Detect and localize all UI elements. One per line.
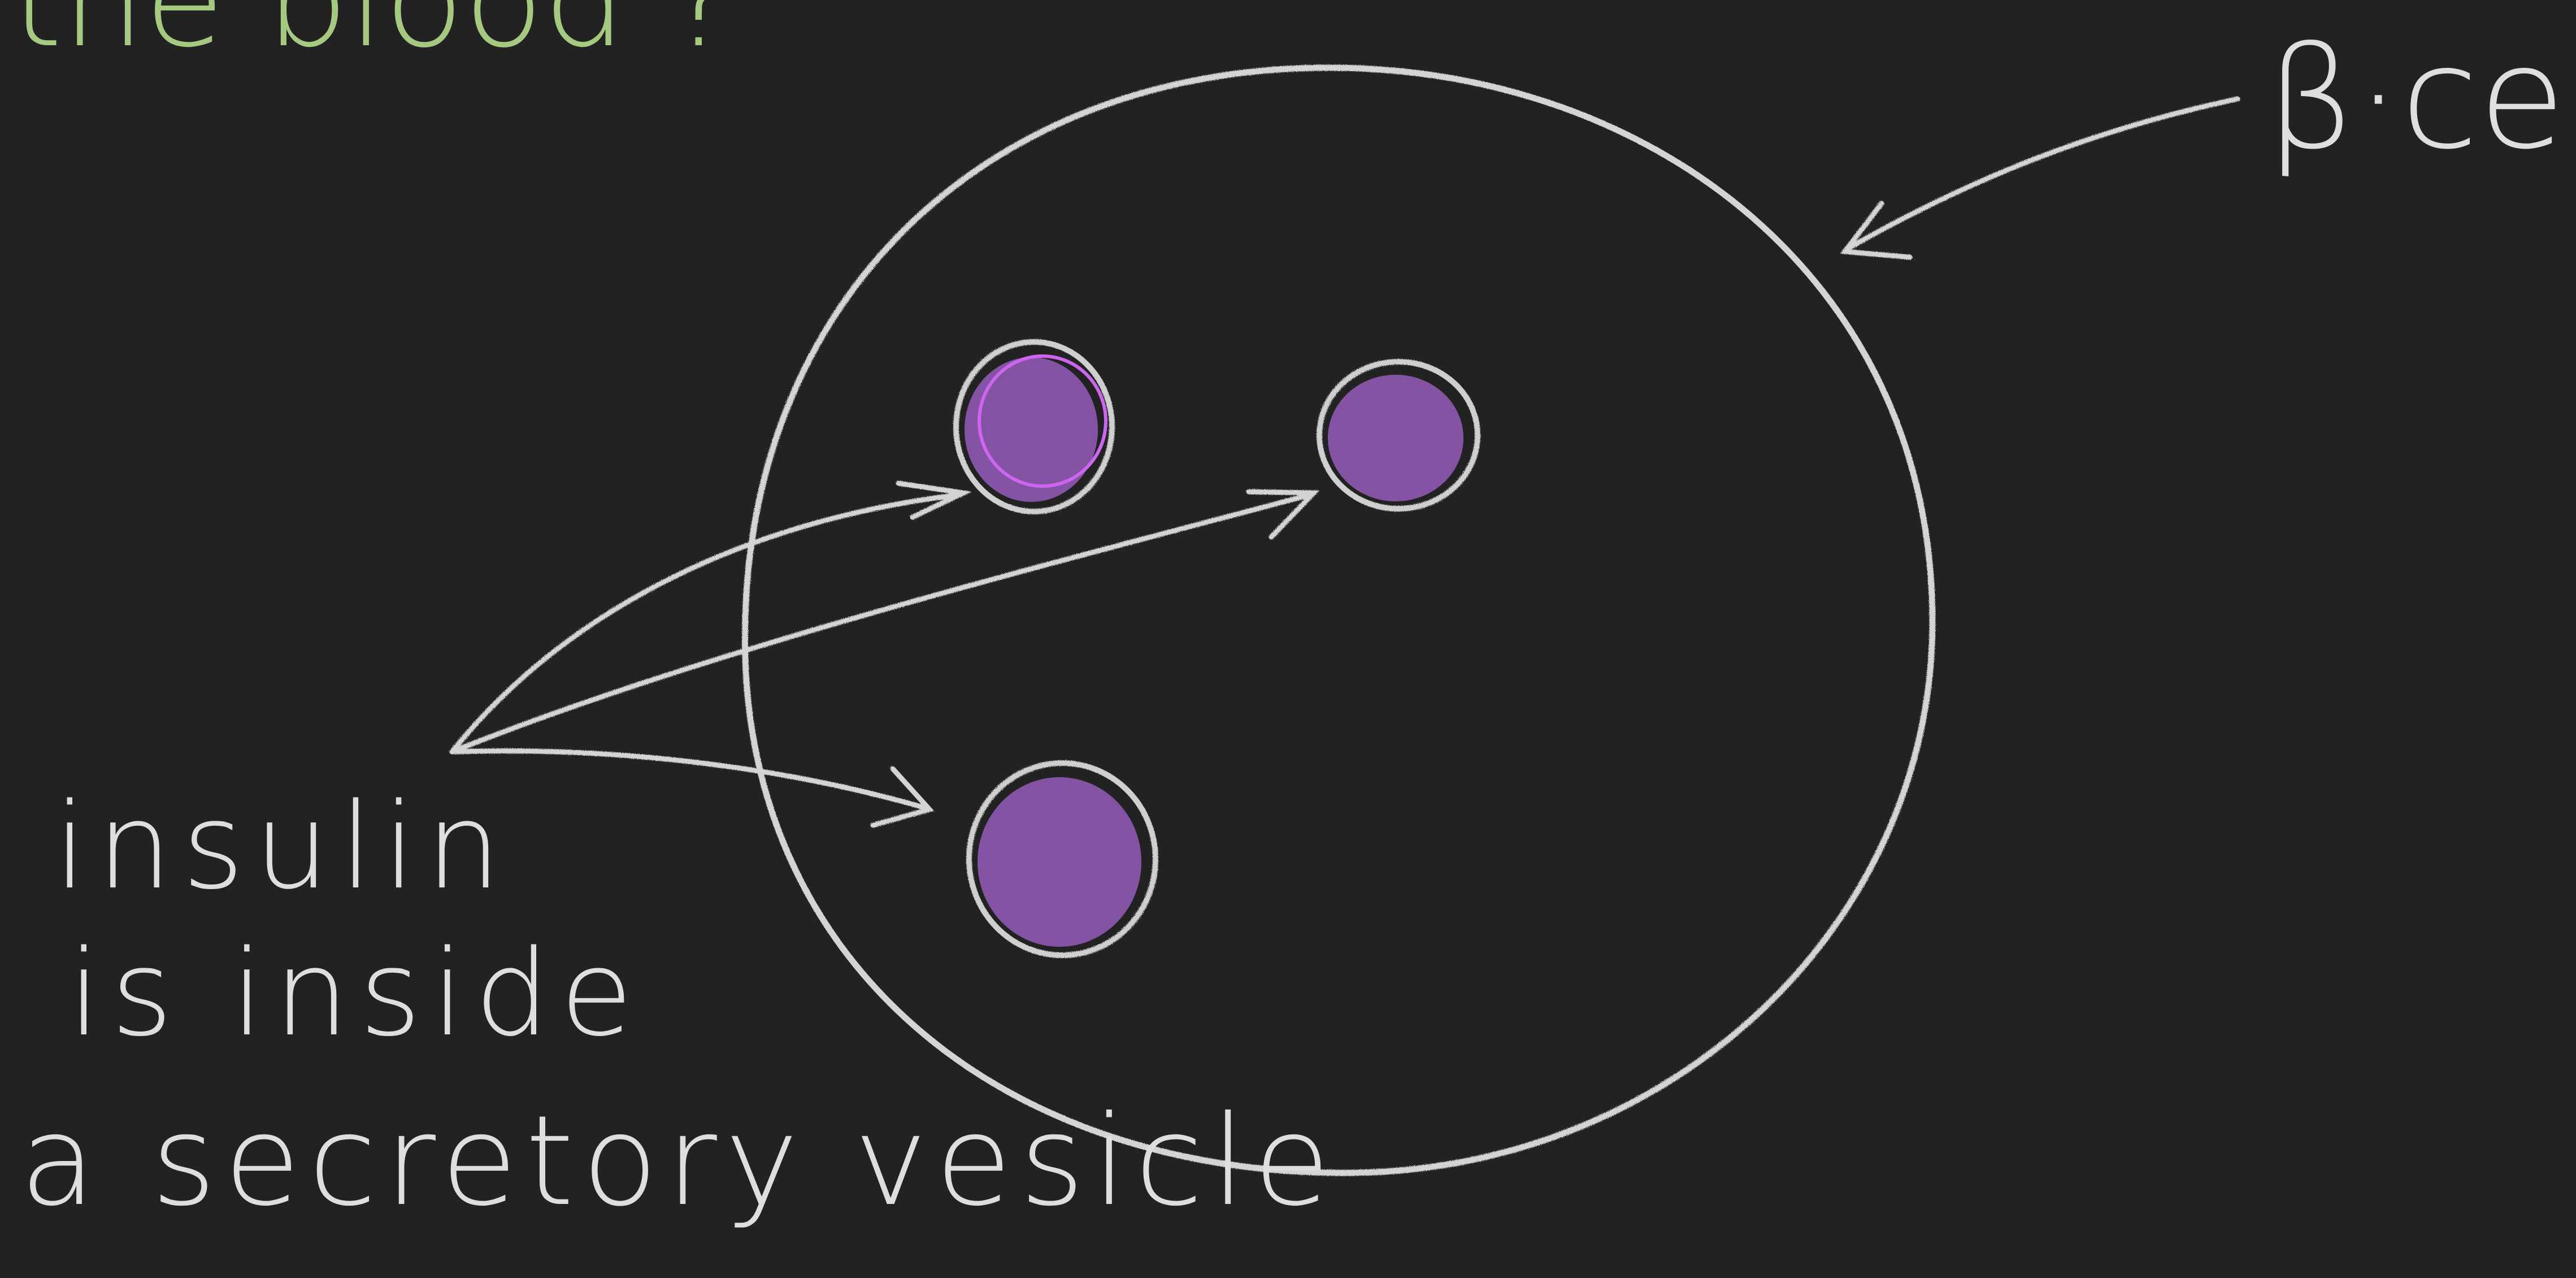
secretory-vesicle: [1319, 362, 1478, 509]
secretory-vesicle: [956, 342, 1112, 512]
insulin-label-line2: is inside: [68, 924, 643, 1063]
arrow-to-vesicle: [452, 495, 1311, 752]
label-arrows: [452, 483, 1314, 825]
arrow-to-vesicle: [452, 751, 927, 808]
arrow-to-vesicle: [452, 495, 961, 752]
heading-fragment: the blood ?: [11, 0, 736, 76]
insulin-label-line1: insulin: [54, 777, 511, 916]
insulin-label-line3: a secretory vesicle: [20, 1089, 1338, 1233]
cell-label-arrow: [1845, 99, 2238, 257]
beta-cell-outline: [745, 68, 1932, 1173]
beta-cell-label: β·cell: [2266, 16, 2576, 180]
secretory-vesicle: [969, 763, 1155, 955]
